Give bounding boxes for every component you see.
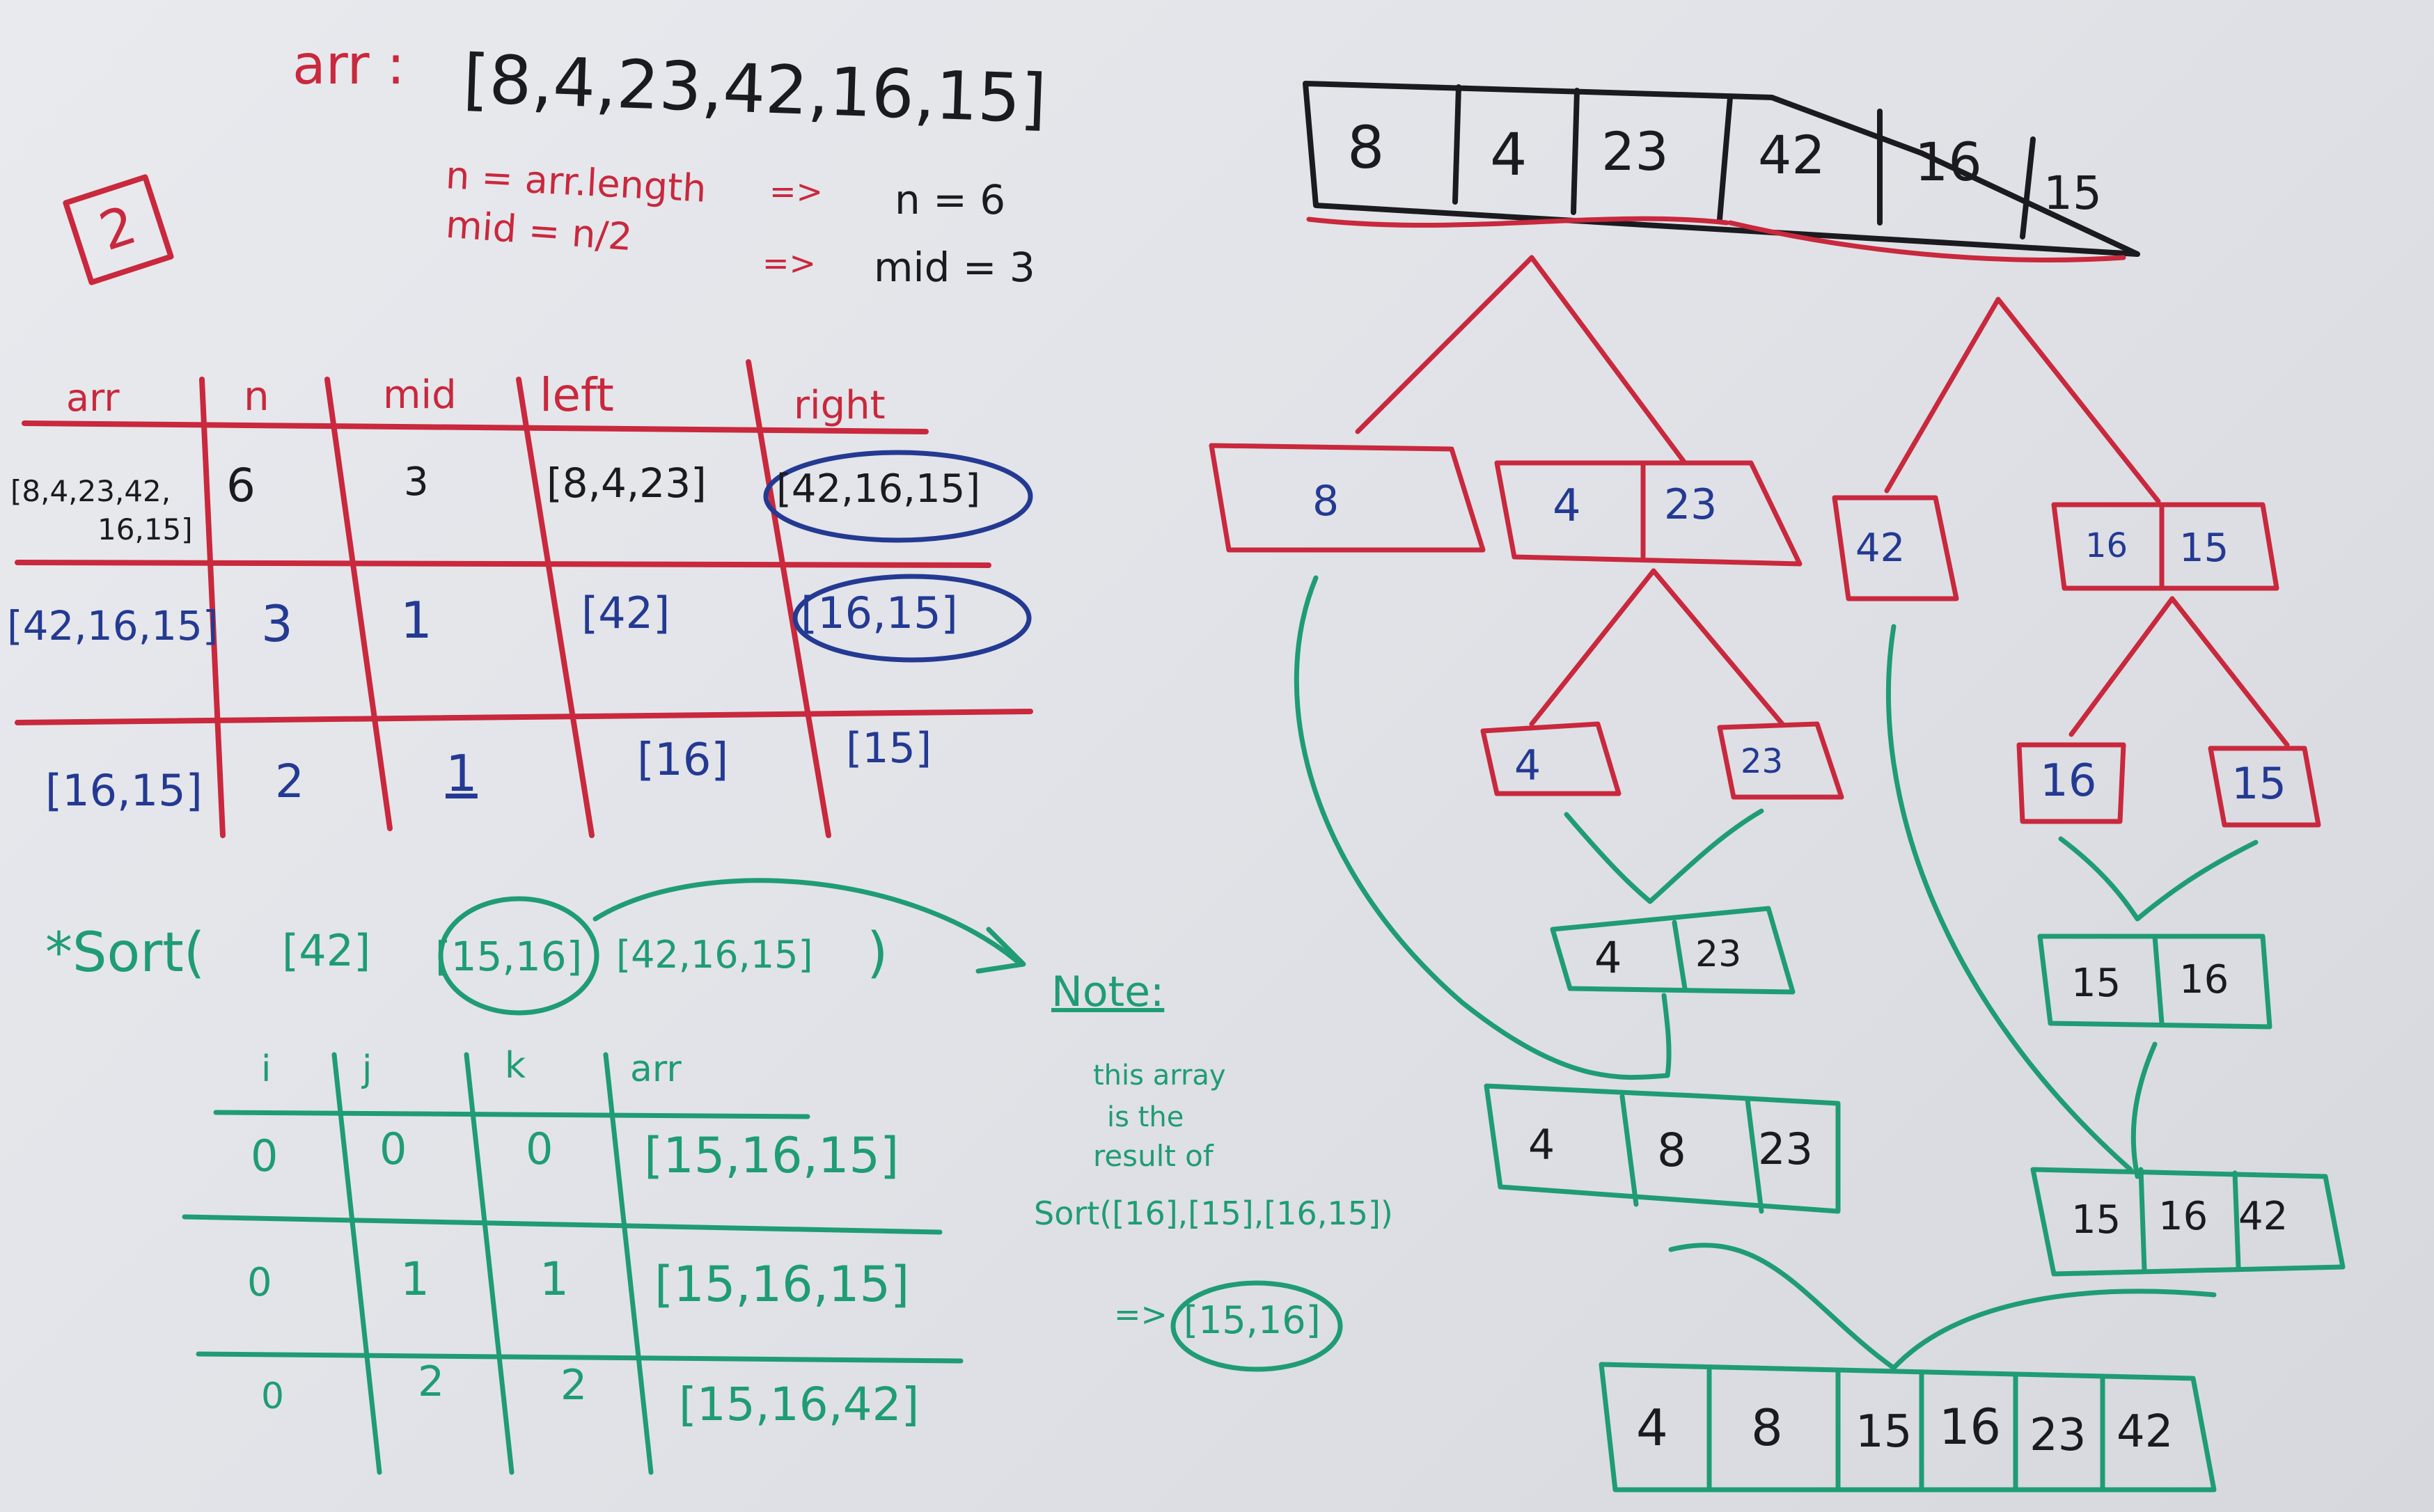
arr-label: arr : bbox=[292, 34, 405, 97]
merged-left-triple-3: 23 bbox=[1758, 1124, 1813, 1174]
sort-call-marks bbox=[438, 878, 1026, 1016]
split-row2-arr: [42,16,15] bbox=[7, 602, 219, 649]
note-line3: result of bbox=[1093, 1139, 1214, 1173]
level1-right-pair-1: 16 bbox=[2085, 526, 2128, 565]
level2-cell-1: 4 bbox=[1514, 741, 1541, 790]
merge-row1-arr: [15,16,15] bbox=[644, 1127, 900, 1184]
split-row1-arr-line1: [8,4,23,42, bbox=[10, 474, 171, 508]
final-cell-1: 4 bbox=[1636, 1399, 1668, 1457]
level1-right-single: 42 bbox=[1855, 526, 1906, 571]
root-cell-3: 23 bbox=[1601, 120, 1669, 182]
root-cell-2: 4 bbox=[1490, 120, 1528, 189]
merged-right-pair-2: 16 bbox=[2179, 957, 2229, 1002]
merge-row1-j: 0 bbox=[379, 1124, 407, 1174]
split-row2-mid: 1 bbox=[400, 591, 432, 649]
merged-right-triple-1: 15 bbox=[2071, 1197, 2121, 1243]
merge-row2-i: 0 bbox=[247, 1260, 272, 1305]
merge-row1-k: 0 bbox=[526, 1124, 553, 1174]
merged-left-pair-1: 4 bbox=[1594, 932, 1622, 983]
sort-call-arg1: [42] bbox=[282, 925, 371, 976]
sort-call-suffix: ) bbox=[867, 922, 888, 984]
final-cell-2: 8 bbox=[1751, 1399, 1783, 1457]
note-line4: Sort([16],[15],[16,15]) bbox=[1034, 1195, 1393, 1232]
root-cell-1: 8 bbox=[1347, 113, 1385, 182]
sort-call-arg2: [15,16] bbox=[435, 933, 583, 980]
split-row3-mid: 1 bbox=[446, 744, 478, 803]
merge-header-arr: arr bbox=[630, 1048, 682, 1090]
split-row3-n: 2 bbox=[275, 755, 304, 808]
merge-row3-i: 0 bbox=[261, 1376, 285, 1417]
note-line2: is the bbox=[1107, 1101, 1184, 1133]
level2-cell-4: 15 bbox=[2231, 758, 2286, 809]
root-array-box bbox=[1303, 81, 2140, 257]
split-tree-lines bbox=[1209, 216, 2321, 828]
level1-left-single: 8 bbox=[1312, 477, 1340, 526]
note-result: [15,16] bbox=[1184, 1298, 1321, 1342]
merge-row3-arr: [15,16,42] bbox=[679, 1378, 920, 1431]
mid-result: mid = 3 bbox=[874, 244, 1035, 291]
merge-tree-lines bbox=[1294, 575, 2346, 1493]
split-header-arr: arr bbox=[66, 376, 120, 420]
split-header-left: left bbox=[540, 368, 614, 422]
sort-call-prefix: *Sort( bbox=[45, 922, 205, 984]
mid-arrow: => bbox=[762, 244, 817, 282]
merge-row1-i: 0 bbox=[251, 1131, 278, 1181]
note-result-arrow: => bbox=[1114, 1296, 1168, 1333]
note-title: Note: bbox=[1051, 968, 1165, 1016]
merge-row2-j: 1 bbox=[400, 1252, 430, 1306]
level2-cell-2: 23 bbox=[1741, 742, 1784, 781]
merged-left-triple-2: 8 bbox=[1657, 1124, 1686, 1177]
merge-header-k: k bbox=[505, 1045, 526, 1087]
final-cell-5: 23 bbox=[2029, 1410, 2087, 1461]
merged-left-triple-1: 4 bbox=[1528, 1121, 1555, 1170]
split-row3-right: [15] bbox=[846, 724, 932, 773]
blue-circles bbox=[763, 450, 1033, 663]
root-cell-4: 42 bbox=[1758, 124, 1826, 186]
merged-right-triple-2: 16 bbox=[2158, 1194, 2208, 1239]
split-row3-left: [16] bbox=[637, 734, 729, 786]
merge-row3-k: 2 bbox=[560, 1361, 588, 1410]
level1-right-pair-2: 15 bbox=[2179, 526, 2229, 571]
merge-header-j: j bbox=[362, 1048, 372, 1090]
level1-left-pair-2: 23 bbox=[1664, 480, 1718, 529]
split-row2-left: [42] bbox=[581, 588, 670, 638]
merge-header-i: i bbox=[261, 1048, 272, 1090]
step-box bbox=[63, 174, 174, 285]
split-header-right: right bbox=[794, 383, 886, 428]
split-row3-arr: [16,15] bbox=[45, 765, 203, 816]
merged-right-pair-1: 15 bbox=[2071, 961, 2121, 1006]
final-cell-4: 16 bbox=[1939, 1399, 2002, 1456]
root-cell-5: 16 bbox=[1915, 131, 1982, 193]
merge-row2-k: 1 bbox=[540, 1252, 569, 1306]
note-line1: this array bbox=[1093, 1060, 1226, 1092]
merged-left-pair-2: 23 bbox=[1695, 934, 1742, 975]
split-header-mid: mid bbox=[383, 372, 457, 418]
split-row1-mid: 3 bbox=[404, 459, 429, 505]
root-cell-6: 15 bbox=[2043, 166, 2102, 220]
merged-right-triple-3: 42 bbox=[2238, 1194, 2288, 1239]
level2-cell-3: 16 bbox=[2040, 755, 2097, 807]
sort-call-arg3: [42,16,15] bbox=[616, 933, 813, 977]
split-row1-arr-line2: 16,15] bbox=[97, 512, 193, 546]
split-row1-right: [42,16,15] bbox=[776, 466, 981, 512]
n-result: n = 6 bbox=[895, 176, 1006, 223]
final-cell-6: 42 bbox=[2117, 1406, 2174, 1458]
split-row2-n: 3 bbox=[261, 594, 293, 653]
n-arrow: => bbox=[769, 173, 824, 210]
merge-row3-j: 2 bbox=[418, 1357, 445, 1406]
final-cell-3: 15 bbox=[1855, 1406, 1913, 1458]
merge-row2-arr: [15,16,15] bbox=[654, 1256, 910, 1313]
merge-table-grid bbox=[182, 1052, 1343, 1475]
level1-left-pair-1: 4 bbox=[1553, 480, 1581, 532]
split-row2-right: [16,15] bbox=[801, 588, 958, 638]
split-header-n: n bbox=[244, 372, 269, 420]
split-row1-left: [8,4,23] bbox=[547, 459, 707, 507]
arr-value: [8,4,23,42,16,15] bbox=[462, 40, 1048, 139]
split-row1-n: 6 bbox=[226, 459, 256, 512]
split-table-grid bbox=[15, 359, 1033, 838]
